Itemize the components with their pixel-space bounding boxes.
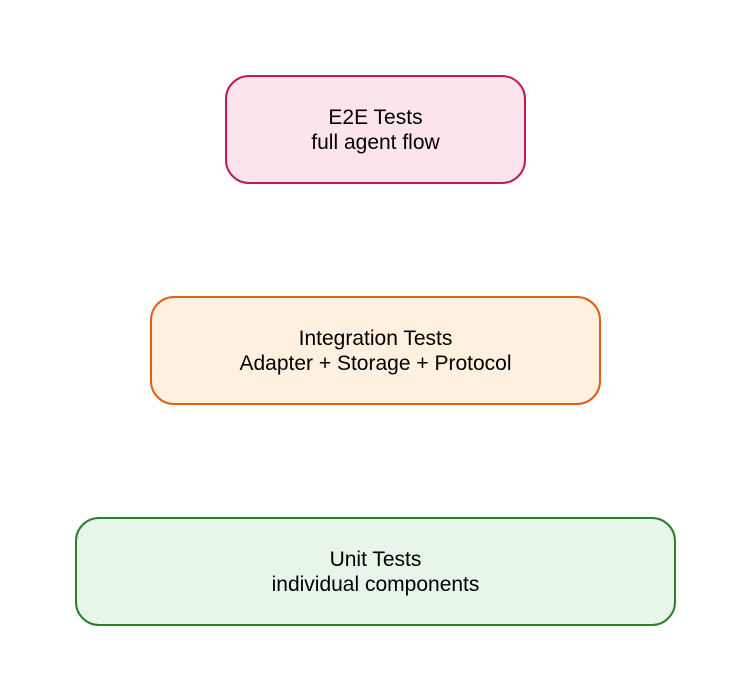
e2e-tests-title: E2E Tests [328, 105, 423, 129]
integration-tests-box: Integration Tests Adapter + Storage + Pr… [150, 296, 601, 405]
e2e-tests-box: E2E Tests full agent flow [225, 75, 526, 184]
unit-tests-title: Unit Tests [329, 547, 422, 571]
unit-tests-subtitle: individual components [271, 572, 480, 596]
integration-tests-title: Integration Tests [298, 326, 453, 350]
integration-tests-subtitle: Adapter + Storage + Protocol [239, 351, 512, 375]
unit-tests-box: Unit Tests individual components [75, 517, 676, 626]
e2e-tests-subtitle: full agent flow [311, 130, 440, 154]
